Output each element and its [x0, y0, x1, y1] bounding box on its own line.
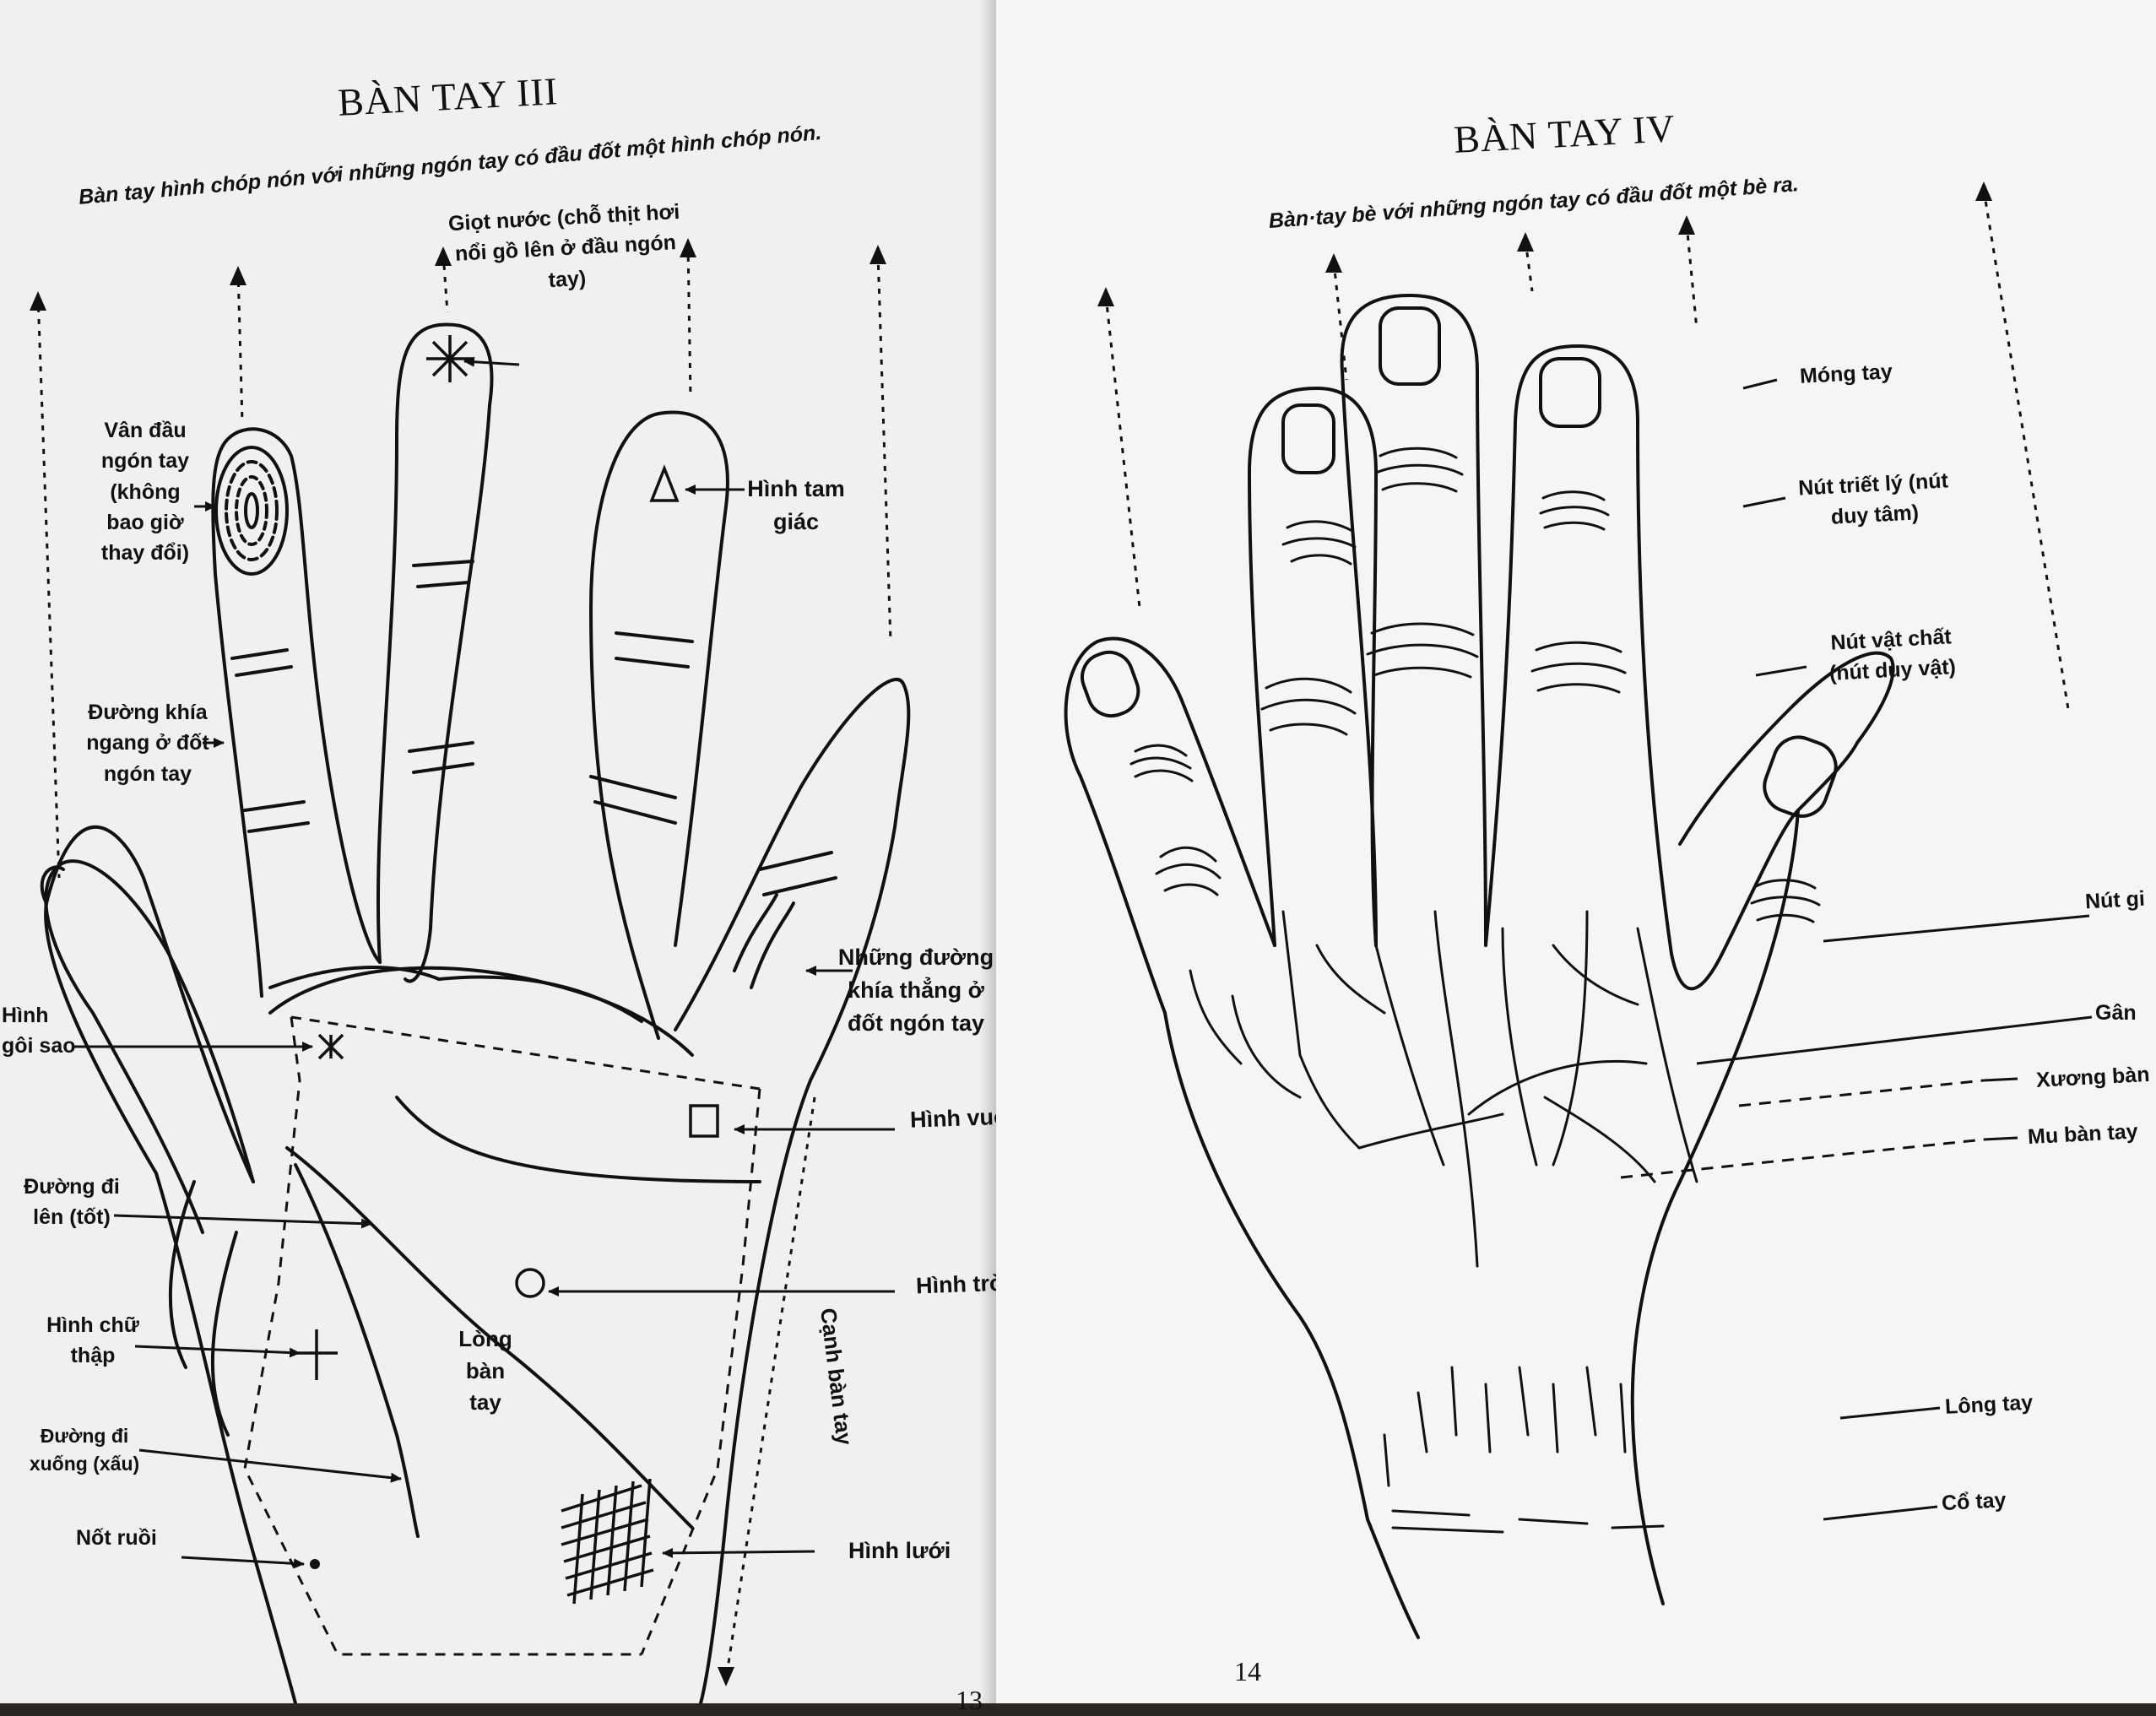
arrow-up-icon — [1975, 181, 1992, 201]
cross-mark-icon — [295, 1329, 338, 1380]
right-page: BÀN TAY IV Bàn·tay bè với những ngón tay… — [996, 0, 2156, 1703]
arrow-up-icon — [869, 245, 886, 264]
arrow-up-icon — [435, 246, 452, 266]
square-mark-icon — [689, 1104, 719, 1138]
label-xuong-ban: Xương bàn — [2035, 1062, 2151, 1092]
label-hinh-chu-thap: Hình chữ thập — [46, 1313, 139, 1368]
label-nut-triet-ly: Nút triết lý (nút duy tâm) — [1797, 468, 1949, 529]
label-nut-vat-chat: Nút vật chất (nút duy vật) — [1828, 625, 1957, 686]
arrow-up-icon — [1517, 232, 1534, 252]
arrow-up-icon — [1678, 215, 1695, 235]
label-gan: Gân — [2095, 1001, 2137, 1025]
label-van-dau: Vân đầu ngón tay (không bao giờ thay đổi… — [100, 419, 190, 565]
label-long-ban-tay: Lòng bàn tay — [458, 1326, 512, 1416]
arrow-down-icon — [718, 1667, 734, 1686]
label-not-ruoi: Nốt ruồi — [76, 1526, 157, 1550]
star-mark-icon — [426, 335, 474, 382]
label-duong-khia-ngang: Đường khía ngang ở đốt ngón tay — [86, 701, 209, 786]
arrow-up-icon — [680, 238, 696, 257]
label-hinh-goi-sao: Hình gôi sao — [2, 1004, 76, 1058]
arrow-up-icon — [1325, 253, 1342, 273]
hand-iv-drawing — [1064, 181, 2093, 1639]
label-co-tay: Cổ tay — [1941, 1488, 2007, 1516]
arrow-up-icon — [30, 291, 46, 311]
label-hinh-luoi: Hình lưới — [848, 1538, 951, 1563]
label-nhung-duong-khia: Những đường khía thẳng ở đốt ngón tay — [837, 945, 994, 1037]
label-hinh-tam-giac: Hình tam giác — [747, 476, 845, 535]
left-page: BÀN TAY III Bàn tay hình chóp nón với nh… — [0, 0, 1036, 1715]
label-duong-di-xuong: Đường đi xuống (xấu) — [29, 1425, 140, 1475]
right-page-number: 14 — [1234, 1656, 1261, 1686]
arrow-up-icon — [1097, 287, 1114, 306]
label-giot-nuoc: Giọt nước (chỗ thịt hơi nổi gồ lên ở đầu… — [447, 199, 680, 292]
triangle-mark-icon — [649, 464, 680, 502]
hand-iii-drawing — [30, 238, 911, 1703]
label-duong-di-len: Đường đi lên (tốt) — [24, 1175, 120, 1230]
grid-mark-icon — [561, 1478, 654, 1605]
arrow-up-icon — [230, 266, 246, 285]
star-mark-icon — [317, 1033, 344, 1060]
mole-dot-icon — [310, 1559, 320, 1569]
label-nut-gi: Nút gi — [2084, 886, 2146, 914]
circle-mark-icon — [515, 1268, 545, 1298]
